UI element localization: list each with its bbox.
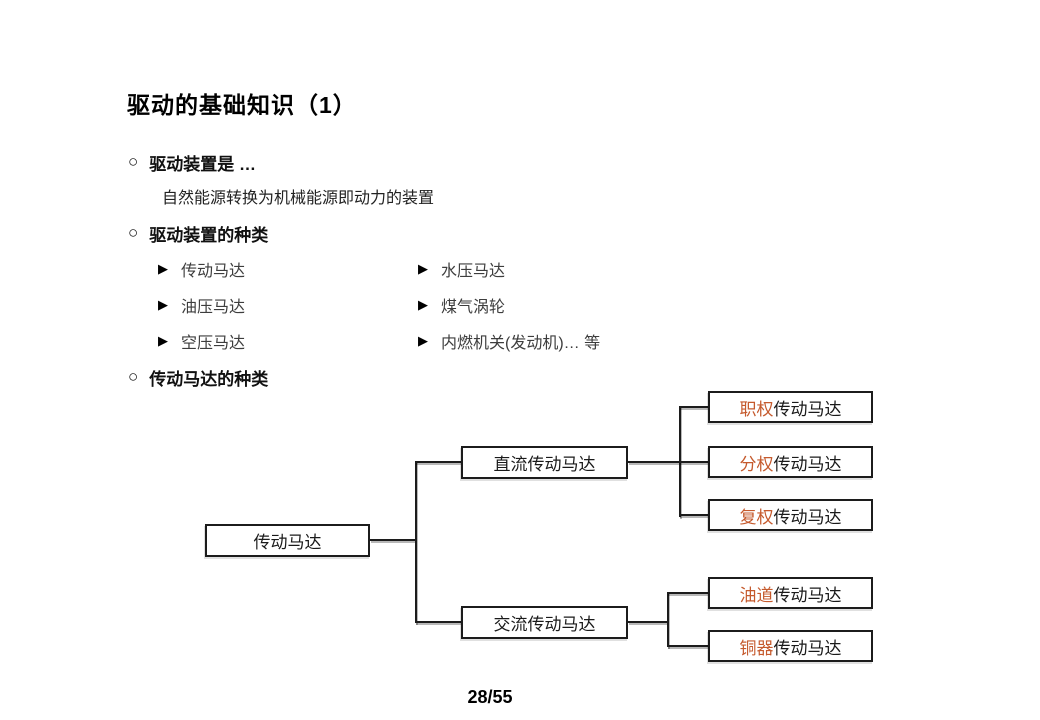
list-item-label: 传动马达 — [181, 263, 246, 280]
circle-bullet-icon: ○ — [128, 367, 139, 386]
list-item: ▶ 油压马达 — [158, 293, 245, 317]
section-header-drive-definition: ○ 驱动装置是 … — [128, 150, 256, 175]
triangle-bullet-icon: ▶ — [418, 296, 428, 312]
list-item: ▶ 内燃机关(发动机)… 等 — [418, 329, 600, 353]
list-item: ▶ 传动马达 — [158, 257, 245, 281]
node-label: 交流传动马达 — [493, 615, 596, 634]
tree-leaf-node: 铜器传动马达 — [708, 630, 873, 662]
tree-node-root: 传动马达 — [205, 524, 370, 557]
connector-line — [415, 621, 462, 623]
triangle-bullet-icon: ▶ — [418, 332, 428, 348]
section-label: 驱动装置的种类 — [149, 226, 269, 245]
list-item: ▶ 空压马达 — [158, 329, 245, 353]
list-item-label: 空压马达 — [181, 335, 246, 352]
connector-line — [679, 461, 708, 463]
triangle-bullet-icon: ▶ — [158, 260, 168, 276]
node-label: 直流传动马达 — [493, 455, 596, 474]
connector-line — [679, 406, 708, 408]
connector-line — [415, 461, 462, 463]
connector-line — [628, 621, 668, 623]
connector-line — [667, 592, 669, 647]
connector-line — [667, 645, 708, 647]
circle-bullet-icon: ○ — [128, 223, 139, 242]
section-header-drive-types: ○ 驱动装置的种类 — [128, 221, 268, 246]
connector-line — [415, 461, 417, 623]
node-label-highlight: 分权 — [739, 454, 774, 474]
list-item-label: 内燃机关(发动机)… 等 — [441, 335, 601, 352]
tree-node-dc-motor: 直流传动马达 — [461, 446, 628, 479]
connector-line — [679, 514, 708, 516]
list-item: ▶ 煤气涡轮 — [418, 293, 505, 317]
page-number: 28/55 — [467, 687, 513, 707]
triangle-bullet-icon: ▶ — [158, 332, 168, 348]
triangle-bullet-icon: ▶ — [158, 296, 168, 312]
node-label-highlight: 油道 — [739, 585, 774, 605]
section-label: 驱动装置是 … — [149, 155, 257, 174]
node-label: 传动马达 — [773, 507, 842, 527]
tree-leaf-node: 复权传动马达 — [708, 499, 873, 531]
connector-line — [628, 461, 680, 463]
node-label-highlight: 铜器 — [739, 638, 774, 658]
section-header-transmission-motor-types: ○ 传动马达的种类 — [128, 365, 268, 390]
page-title: 驱动的基础知识（1） — [127, 92, 357, 118]
list-item: ▶ 水压马达 — [418, 257, 505, 281]
section-label: 传动马达的种类 — [149, 370, 269, 389]
connector-line — [667, 592, 708, 594]
list-item-label: 水压马达 — [441, 263, 506, 280]
node-label: 传动马达 — [773, 399, 842, 419]
node-label: 传动马达 — [253, 533, 322, 552]
circle-bullet-icon: ○ — [128, 152, 139, 171]
node-label: 传动马达 — [773, 585, 842, 605]
tree-leaf-node: 油道传动马达 — [708, 577, 873, 609]
tree-node-ac-motor: 交流传动马达 — [461, 606, 628, 639]
tree-leaf-node: 分权传动马达 — [708, 446, 873, 478]
node-label: 传动马达 — [773, 638, 842, 658]
node-label: 传动马达 — [773, 454, 842, 474]
node-label-highlight: 职权 — [739, 399, 774, 419]
connector-line — [370, 539, 416, 541]
tree-leaf-node: 职权传动马达 — [708, 391, 873, 423]
node-label-highlight: 复权 — [739, 507, 774, 527]
list-item-label: 油压马达 — [181, 299, 246, 316]
triangle-bullet-icon: ▶ — [418, 260, 428, 276]
list-item-label: 煤气涡轮 — [441, 299, 506, 316]
drive-definition-text: 自然能源转换为机械能源即动力的装置 — [162, 190, 435, 207]
